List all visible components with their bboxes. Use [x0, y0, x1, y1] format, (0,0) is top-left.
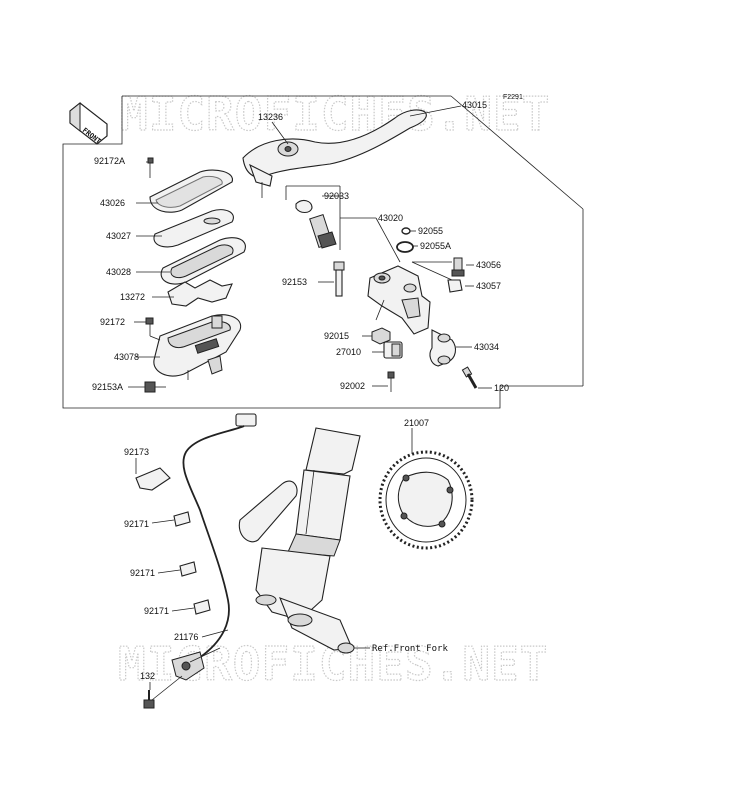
clamp-92173 — [135, 467, 171, 491]
diaphragm — [160, 237, 246, 285]
label-120: 120 — [494, 383, 509, 393]
grommet-2 — [179, 561, 197, 577]
bolt-132 — [143, 690, 155, 709]
leader-lines-top — [128, 105, 492, 389]
label-43026: 43026 — [100, 198, 125, 208]
label-92171-b: 92171 — [130, 568, 155, 578]
label-43027: 43027 — [106, 231, 131, 241]
seal-plate — [167, 279, 233, 307]
o-ring-92055 — [401, 227, 411, 235]
assembly-outline — [62, 96, 501, 409]
nut-92015 — [371, 327, 391, 345]
bleeder-valve — [451, 257, 465, 277]
label-92153: 92153 — [282, 277, 307, 287]
label-21176: 21176 — [174, 632, 198, 642]
screw-92172 — [145, 317, 154, 336]
label-43057: 43057 — [476, 281, 501, 291]
label-43020: 43020 — [378, 213, 403, 223]
bolt-92153A — [144, 381, 166, 393]
label-27010: 27010 — [336, 347, 361, 357]
label-43056: 43056 — [476, 260, 501, 270]
reservoir-plate — [153, 209, 234, 248]
label-43028: 43028 — [106, 267, 131, 277]
o-ring-92055A — [396, 241, 414, 253]
label-92171-c: 92171 — [144, 606, 169, 616]
label-92055: 92055 — [418, 226, 443, 236]
label-43034: 43034 — [474, 342, 499, 352]
bolt-92153 — [333, 261, 345, 297]
grommet-3 — [193, 599, 211, 615]
front-arrow-icon: FRONT — [69, 101, 108, 146]
clamp-holder — [429, 329, 457, 367]
part-labels: 43015 13236 92172A 43026 43027 43028 132… — [92, 100, 509, 681]
bolt-120 — [461, 366, 478, 389]
leader-lines-bottom — [135, 428, 413, 701]
label-92015: 92015 — [324, 331, 349, 341]
label-92173: 92173 — [124, 447, 149, 457]
screw-92172A — [147, 157, 154, 178]
label-13236: 13236 — [258, 112, 283, 122]
abs-rotor — [378, 450, 474, 550]
label-92172A: 92172A — [94, 156, 125, 166]
reservoir-body — [153, 314, 242, 380]
label-92055A: 92055A — [420, 241, 451, 251]
label-43015: 43015 — [462, 100, 487, 110]
label-92171-a: 92171 — [124, 519, 149, 529]
master-cylinder — [367, 265, 431, 335]
screw-92002 — [387, 371, 395, 392]
switch-27010 — [383, 341, 403, 359]
reservoir-cap — [149, 169, 233, 213]
front-fork — [238, 427, 361, 654]
bleeder-cap — [447, 279, 463, 293]
ref-front-fork-label: Ref.Front Fork — [372, 644, 448, 654]
label-92033: 92033 — [324, 191, 349, 201]
label-92172: 92172 — [100, 317, 125, 327]
figure-code: F2291 — [503, 94, 523, 101]
grommet-1 — [173, 511, 191, 527]
brake-lever — [242, 109, 427, 198]
label-132: 132 — [140, 671, 155, 681]
label-92153A: 92153A — [92, 382, 123, 392]
label-13272: 13272 — [120, 292, 145, 302]
label-92002: 92002 — [340, 381, 365, 391]
watermark-top: MICROFICHES.NET — [120, 87, 550, 141]
label-43078: 43078 — [114, 352, 139, 362]
brake-switch — [285, 185, 341, 250]
label-21007: 21007 — [404, 418, 429, 428]
